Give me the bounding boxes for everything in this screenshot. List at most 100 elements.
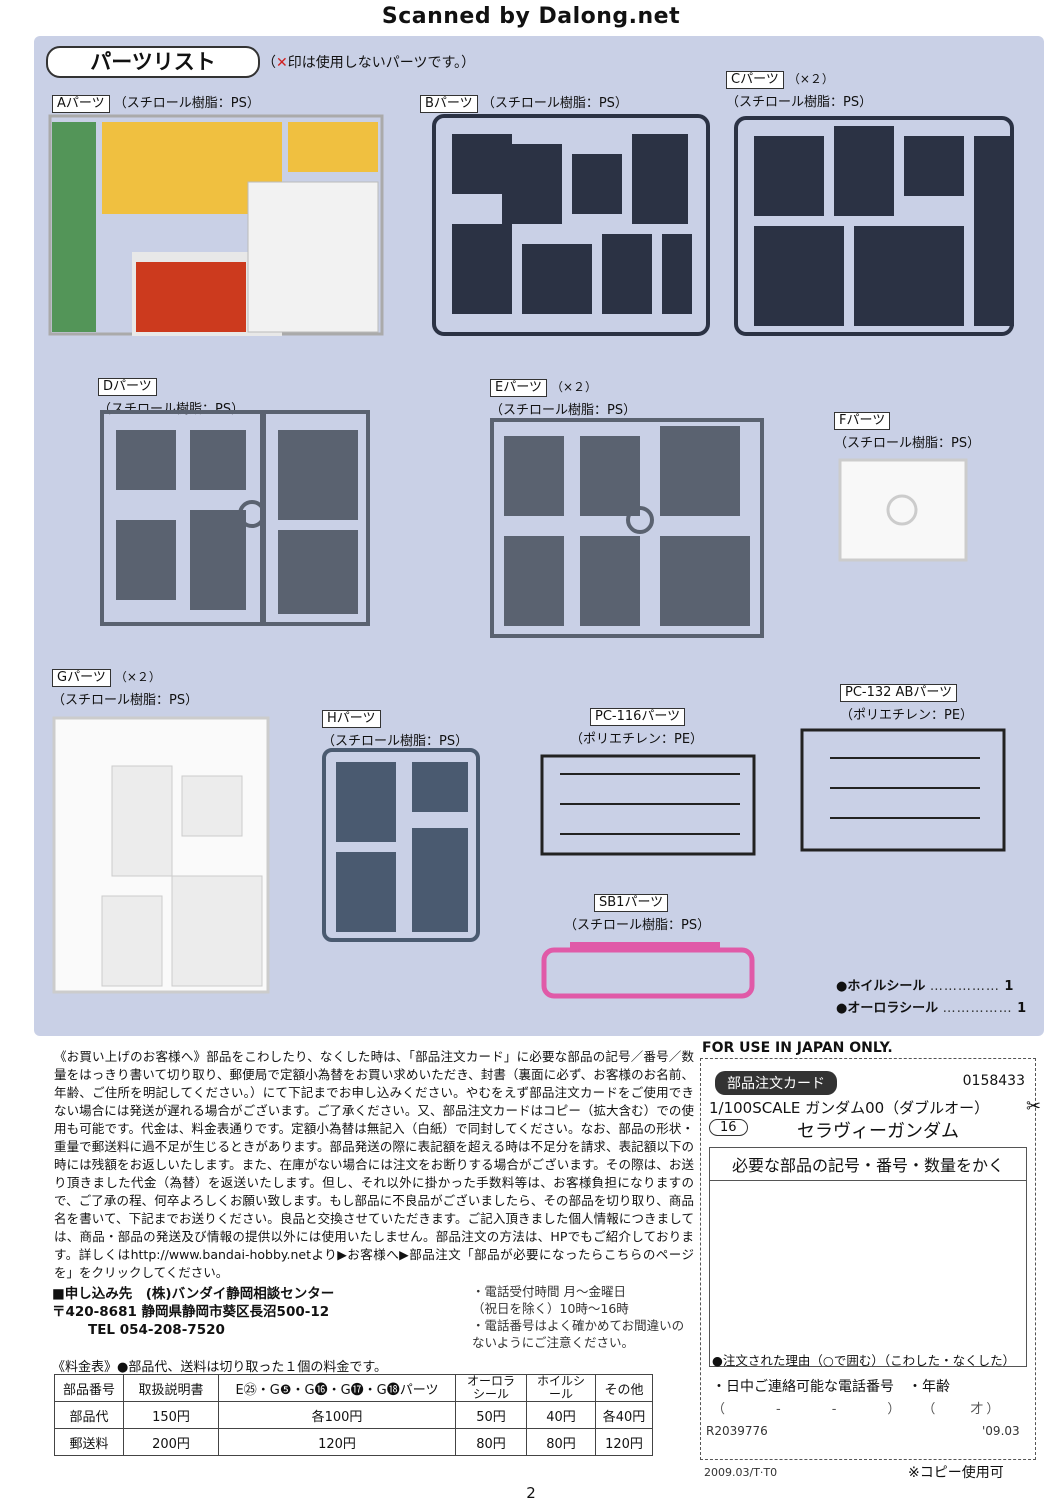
- page-number: 2: [526, 1484, 536, 1502]
- order-card-product: 1/100SCALE ガンダム00（ダブルオー）: [709, 1099, 990, 1117]
- label-sprue-a: Aパーツ （スチロール樹脂：PS）: [52, 92, 260, 113]
- fee-caption: 《料金表》●部品代、送料は切り取った１個の料金です。: [52, 1360, 388, 1375]
- order-card[interactable]: 部品注文カード 0158433 1/100SCALE ガンダム00（ダブルオー）…: [700, 1058, 1036, 1460]
- order-card-number: 16: [709, 1119, 748, 1136]
- fee-row-postage: 郵送料 200円 120円 80円 80円 120円: [54, 1428, 653, 1456]
- order-reason[interactable]: ●注文された理由（○で囲む）（こわした・なくした）: [712, 1353, 1016, 1368]
- sprue-a-tag: Aパーツ: [52, 95, 110, 113]
- address-block: ■申し込み先 (株)バンダイ静岡相談センター 〒420-8681 静岡県静岡市葵…: [52, 1285, 334, 1339]
- note-paren-close: ）: [461, 55, 476, 71]
- label-sprue-f: Fパーツ （スチロール樹脂：PS）: [834, 412, 980, 451]
- phone-age-field[interactable]: （ - - ） （ 才）: [712, 1402, 1003, 1417]
- hours-line-2: （祝日を除く）10時～16時: [472, 1301, 629, 1316]
- for-japan-note: FOR USE IN JAPAN ONLY.: [702, 1040, 893, 1056]
- order-card-name: セラヴィーガンダム: [797, 1121, 959, 1142]
- sticker-list: ●ホイルシール …………… 1 ●オーロラシール …………… 1: [836, 976, 1026, 1020]
- fee-cell: 郵送料: [54, 1428, 124, 1456]
- sprue-h-image: [322, 748, 480, 942]
- fee-cell: 各40円: [595, 1401, 653, 1429]
- sprue-sb1-tag: SB1パーツ: [594, 894, 669, 912]
- sticker-foil-count: 1: [1004, 979, 1014, 994]
- sprue-pc132-tag: PC-132 ABパーツ: [840, 684, 958, 702]
- note-text: 印は使用しないパーツです。: [287, 55, 462, 71]
- sprue-h-tag: Hパーツ: [322, 710, 381, 728]
- parts-entry-label: 必要な部品の記号・番号・数量をかく: [710, 1152, 1026, 1181]
- fee-header-cell: ホイルシール: [526, 1374, 596, 1402]
- fee-header-cell: 部品番号: [54, 1374, 124, 1402]
- label-sprue-pc116: PC-116パーツ （ポリエチレン：PE）: [570, 708, 703, 747]
- sprue-pc116-tag: PC-116パーツ: [590, 708, 686, 726]
- label-sprue-g: Gパーツ（×２） （スチロール樹脂：PS）: [52, 668, 198, 708]
- sticker-aurora-count: 1: [1017, 1001, 1027, 1016]
- fee-header-cell: 取扱説明書: [123, 1374, 219, 1402]
- copy-allowed-note: ※コピー使用可: [908, 1465, 1004, 1481]
- sprue-c-image: [734, 116, 1034, 342]
- label-sprue-e: Eパーツ（×２） （スチロール樹脂：PS）: [490, 378, 636, 418]
- phone-hours: ・電話受付時間 月～金曜日 （祝日を除く）10時～16時 ・電話番号はよく確かめ…: [472, 1283, 684, 1351]
- hours-line-3: ・電話番号はよく確かめてお間違いの: [472, 1318, 685, 1333]
- fee-cell: 80円: [526, 1428, 596, 1456]
- sprue-pc116-image: [540, 754, 756, 856]
- fee-header-cell: E㉕・G❺・G⓰・G⓱・G⓲パーツ: [218, 1374, 456, 1402]
- address-line-2: 〒420-8681 静岡県静岡市葵区長沼500-12: [52, 1304, 330, 1320]
- sprue-c-mult: （×２）: [787, 72, 834, 86]
- sprue-g-material: （スチロール樹脂：PS）: [52, 693, 199, 708]
- sprue-e-mult: （×２）: [550, 380, 598, 394]
- sprue-g-mult: （×２）: [114, 670, 161, 684]
- order-card-date: '09.03: [982, 1424, 1020, 1438]
- fee-cell: 各100円: [218, 1401, 456, 1429]
- fee-cell: 120円: [218, 1428, 456, 1456]
- order-card-code: 0158433: [962, 1073, 1025, 1089]
- label-sprue-sb1: SB1パーツ （スチロール樹脂：PS）: [564, 894, 710, 933]
- sprue-g-image: [52, 716, 270, 994]
- sticker-foil-label: ●ホイルシール: [836, 979, 926, 994]
- parts-entry-box[interactable]: 必要な部品の記号・番号・数量をかく: [709, 1147, 1027, 1367]
- sprue-sb1-material: （スチロール樹脂：PS）: [564, 918, 711, 933]
- sprue-f-image: [838, 458, 968, 562]
- sprue-e-tag: Eパーツ: [490, 379, 547, 397]
- sprue-pc116-material: （ポリエチレン：PE）: [570, 732, 704, 747]
- sprue-f-tag: Fパーツ: [834, 412, 891, 430]
- sprue-g-tag: Gパーツ: [52, 669, 111, 687]
- address-tel: TEL 054-208-7520: [88, 1322, 225, 1338]
- sprue-b-image: [432, 114, 710, 336]
- fee-cell: 120円: [595, 1428, 653, 1456]
- order-card-title: 部品注文カード: [715, 1071, 837, 1095]
- fee-cell: 150円: [123, 1401, 219, 1429]
- sprue-e-image: [490, 416, 774, 640]
- label-sprue-h: Hパーツ （スチロール樹脂：PS）: [322, 710, 468, 749]
- card-footer-code: 2009.03/T·T0: [704, 1466, 778, 1479]
- label-sprue-c: Cパーツ（×２） （スチロール樹脂：PS）: [726, 70, 872, 110]
- fee-header-row: 部品番号 取扱説明書 E㉕・G❺・G⓰・G⓱・G⓲パーツ オーロラシール ホイル…: [54, 1374, 653, 1402]
- sprue-e-material: （スチロール樹脂：PS）: [490, 403, 637, 418]
- sticker-foil-dots: ……………: [929, 979, 1000, 994]
- sprue-b-material: （スチロール樹脂：PS）: [481, 96, 628, 111]
- fee-cell: 50円: [455, 1401, 527, 1429]
- scissors-icon: ✂: [1026, 1096, 1042, 1117]
- sprue-pc132-image: [800, 728, 1006, 852]
- fee-cell: 部品代: [54, 1401, 124, 1429]
- hours-line-1: ・電話受付時間 月～金曜日: [472, 1284, 626, 1299]
- sticker-aurora-dots: ……………: [942, 1001, 1013, 1016]
- fee-header-cell: その他: [595, 1374, 653, 1402]
- sprue-c-material: （スチロール樹脂：PS）: [726, 95, 873, 110]
- unused-mark-icon: ✕: [276, 55, 288, 71]
- fee-cell: 40円: [526, 1401, 596, 1429]
- sprue-pc132-material: （ポリエチレン：PE）: [840, 708, 974, 723]
- parts-list-title: パーツリスト: [46, 46, 260, 78]
- label-sprue-pc132: PC-132 ABパーツ （ポリエチレン：PE）: [840, 684, 973, 723]
- order-card-ref: R2039776: [706, 1424, 768, 1438]
- address-line-1: ■申し込み先 (株)バンダイ静岡相談センター: [52, 1286, 335, 1302]
- parts-list-note: （✕印は使用しないパーツです。）: [262, 52, 475, 72]
- customer-notice: 《お買い上げのお客様へ》部品をこわしたり、なくした時は、「部品注文カード」に必要…: [54, 1049, 694, 1280]
- fee-table: 部品番号 取扱説明書 E㉕・G❺・G⓰・G⓱・G⓲パーツ オーロラシール ホイル…: [54, 1374, 653, 1456]
- fee-cell: 80円: [455, 1428, 527, 1456]
- sprue-a-material: （スチロール樹脂：PS）: [113, 96, 260, 111]
- phone-age-label: ・日中ご連絡可能な電話番号 ・年齢: [712, 1379, 950, 1395]
- hours-line-4: ないようにご注意ください。: [472, 1335, 635, 1350]
- sticker-foil: ●ホイルシール …………… 1: [836, 976, 1026, 998]
- fee-cell: 200円: [123, 1428, 219, 1456]
- sprue-sb1-image: [540, 940, 756, 1000]
- sticker-aurora: ●オーロラシール …………… 1: [836, 998, 1026, 1020]
- sticker-aurora-label: ●オーロラシール: [836, 1001, 939, 1016]
